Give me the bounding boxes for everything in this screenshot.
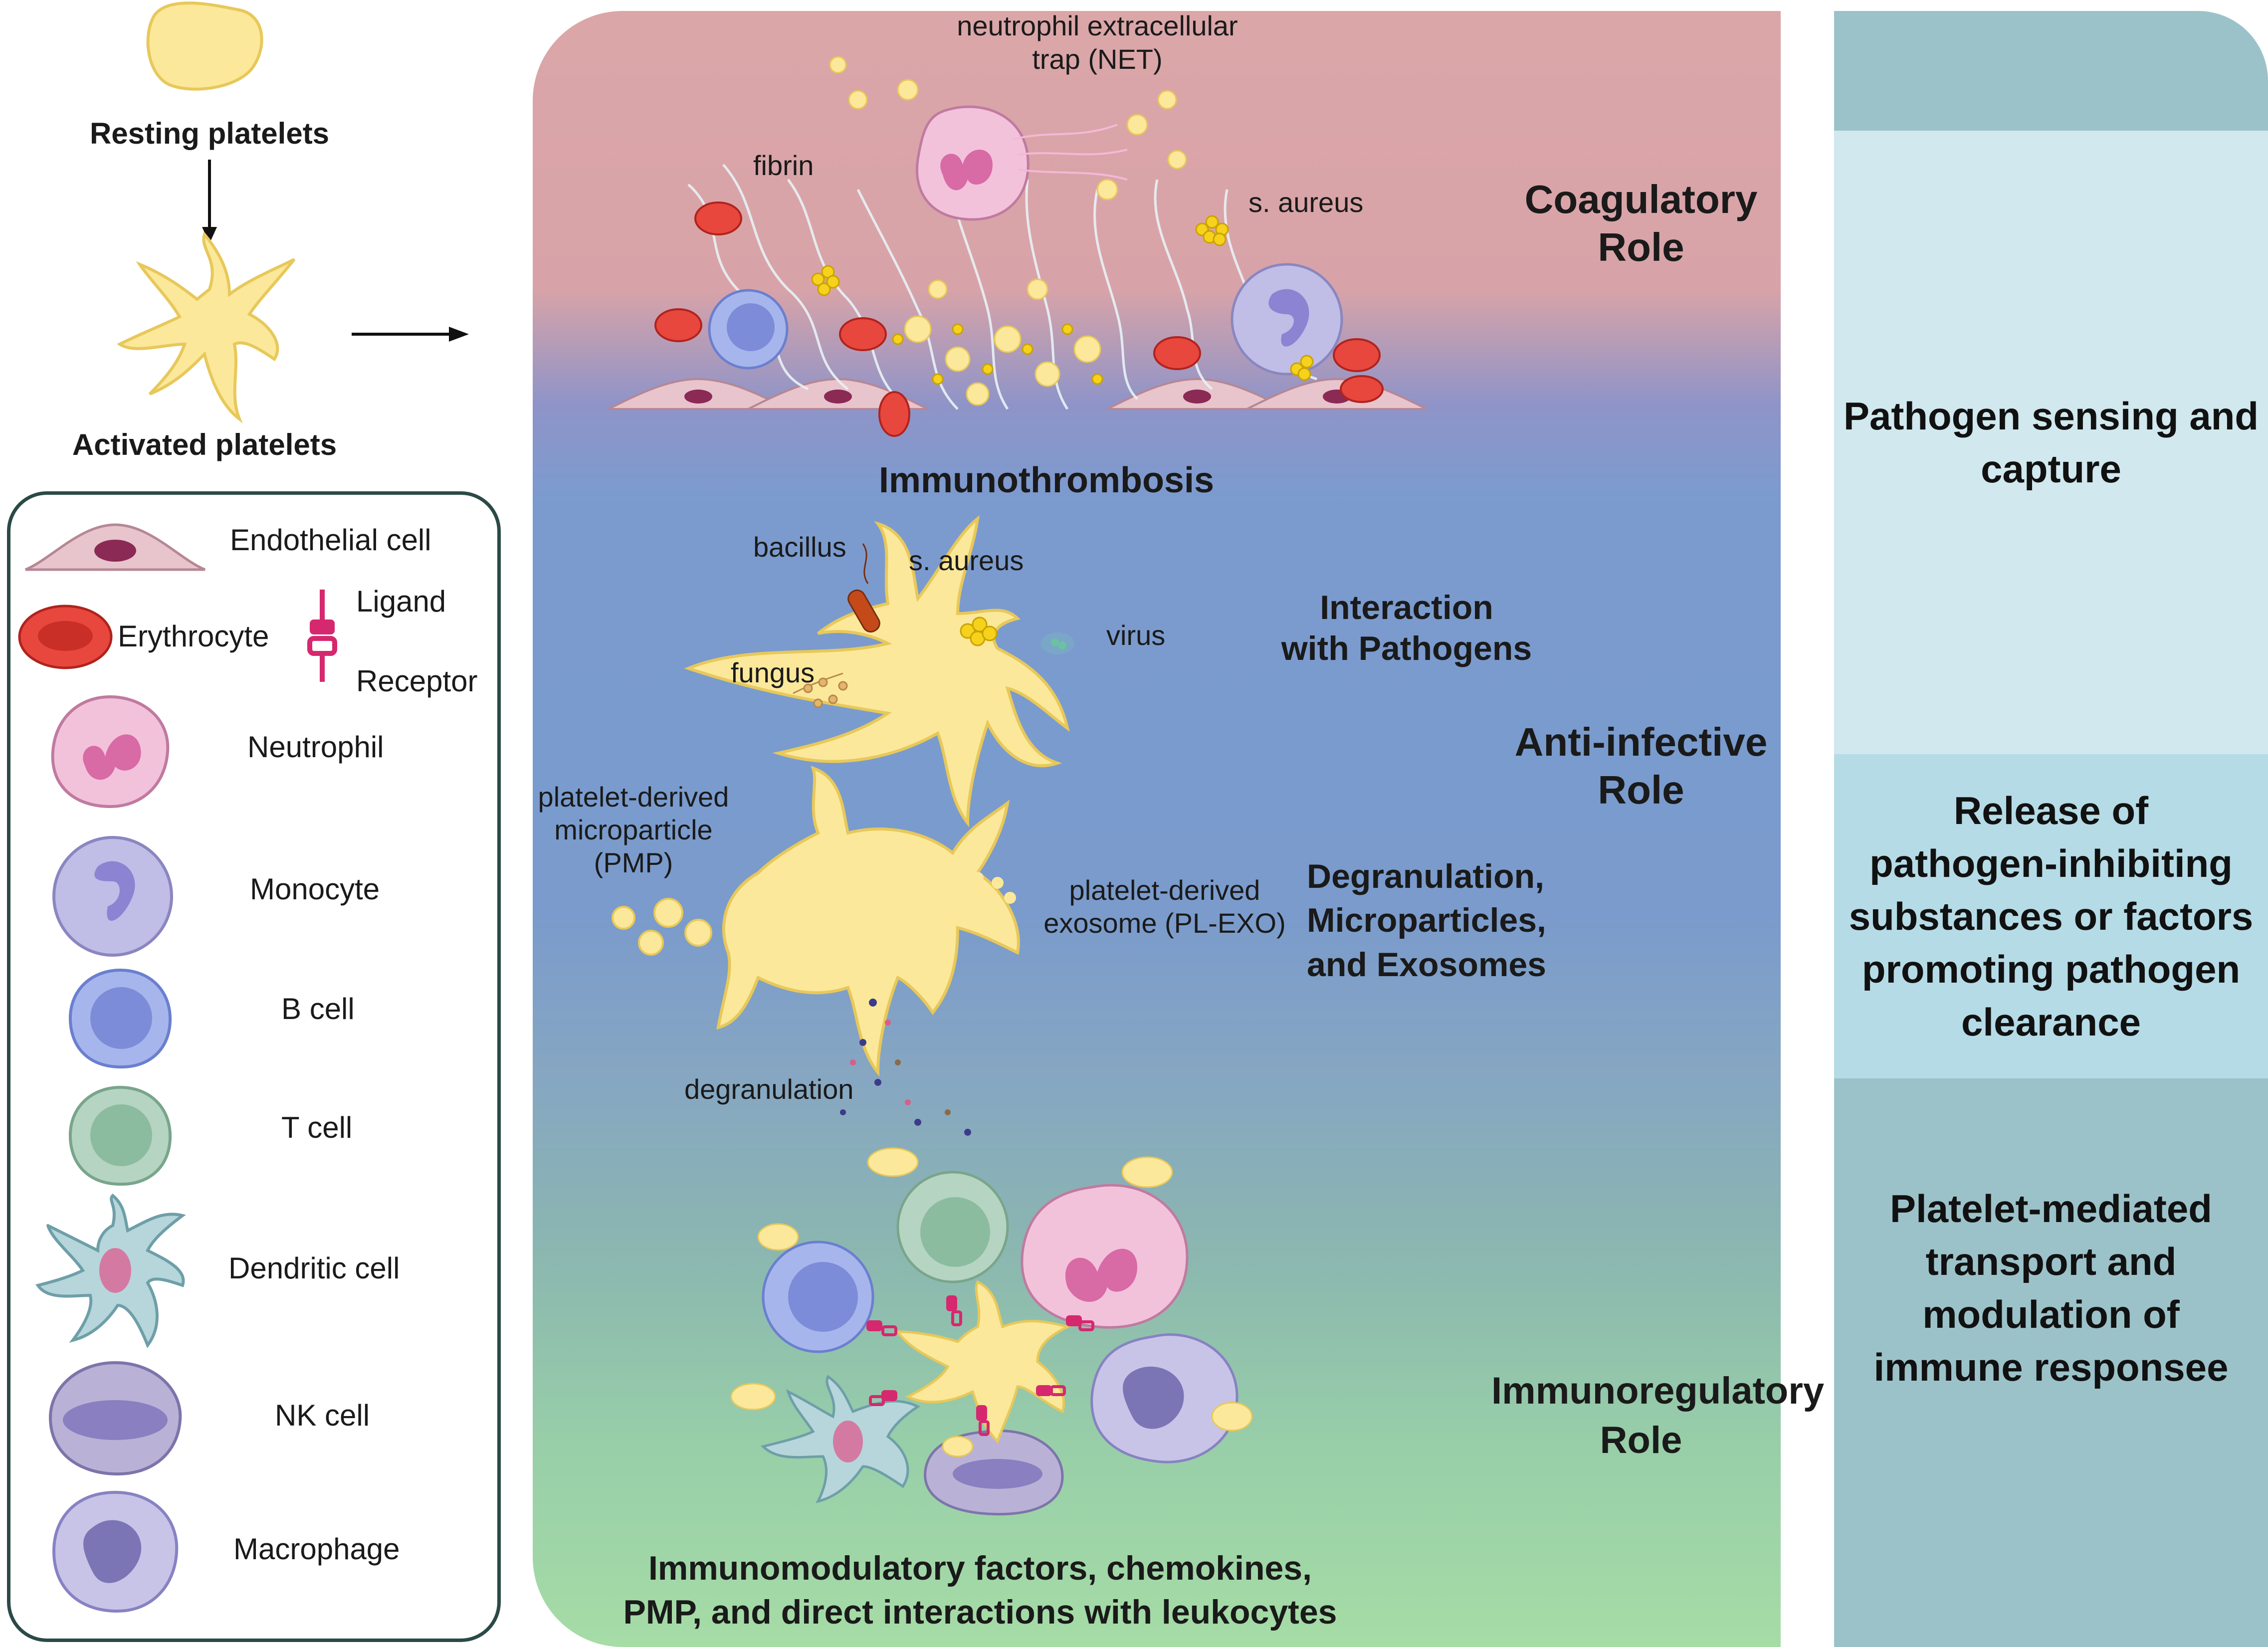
degranulation-heading: Degranulation, Microparticles, and Exoso… [1307, 857, 1546, 984]
net-label: neutrophil extracellular trap (NET) [957, 10, 1238, 75]
neutrophil-icon [51, 695, 170, 809]
virus-label: virus [1106, 619, 1166, 651]
legend-label-endothelial: Endothelial cell [230, 523, 431, 557]
legend-label-nkcell: NK cell [275, 1399, 370, 1432]
right-panel: Pathogen sensing and capture Release of … [1834, 11, 2268, 1647]
pathogen-interaction-platelet [684, 515, 1074, 827]
right-segment-sensing-text: Pathogen sensing and capture [1843, 394, 2259, 491]
endothelial-row [608, 378, 1427, 410]
right-segment-transport: Platelet-mediated transport and modulati… [1834, 1078, 2268, 1647]
immunoregulatory-cluster [730, 1147, 1253, 1516]
erythrocyte-icon [18, 605, 113, 669]
monocyte-thrombus [1231, 263, 1343, 376]
legend-label-erythrocyte: Erythrocyte [118, 619, 269, 653]
monocyte-icon [52, 836, 173, 957]
degranulation-label: degranulation [684, 1073, 854, 1105]
exosome-particles [972, 872, 1016, 924]
dendritic-cell-icon [35, 1193, 186, 1349]
right-arrow-icon [352, 327, 469, 342]
pmp-particles [612, 898, 712, 956]
legend-label-monocyte: Monocyte [250, 872, 380, 906]
legend-label-ligand: Ligand [356, 585, 446, 618]
legend-label-bcell: B cell [281, 992, 355, 1026]
virus-icon [1040, 632, 1074, 654]
saureus-top-label: s. aureus [1248, 187, 1364, 218]
endothelial-cell-icon [25, 523, 206, 571]
t-cell-icon [68, 1085, 172, 1186]
erythrocytes [654, 202, 1384, 437]
pmp-label: platelet-derived microparticle (PMP) [538, 781, 729, 879]
legend-label-tcell: T cell [281, 1111, 353, 1144]
fungus-label: fungus [731, 657, 815, 688]
resting-platelets-label: Resting platelets [89, 117, 330, 150]
legend-label-macrophage: Macrophage [233, 1532, 400, 1566]
antiinfective-role-label: Anti-infective Role [1514, 720, 1768, 812]
activated-platelet-icon [117, 231, 296, 423]
saureus-mid-label: s. aureus [909, 545, 1024, 576]
b-cell-thrombus [708, 289, 789, 370]
down-arrow-icon [202, 160, 217, 243]
fungus-icon [793, 672, 848, 708]
degranulation-platelet [612, 766, 1020, 1136]
fibrin-label: fibrin [753, 150, 814, 181]
ligand-receptor-icon [307, 590, 337, 682]
bacillus-label: bacillus [753, 531, 846, 563]
immunothrombosis-illustration [608, 56, 1427, 437]
legend-label-neutrophil: Neutrophil [247, 730, 384, 764]
bottom-summary-text: Immunomodulatory factors, chemokines, PM… [623, 1549, 1337, 1632]
immunoregulatory-role-label: Immunoregulatory Role [1491, 1370, 1825, 1461]
right-segment-transport-text: Platelet-mediated transport and modulati… [1873, 1186, 2229, 1390]
plexo-label: platelet-derived exosome (PL-EXO) [1043, 874, 1286, 939]
immunothrombosis-label: Immunothrombosis [879, 460, 1215, 500]
resting-platelet-icon [146, 1, 263, 91]
bacillus-icon [847, 543, 880, 633]
right-segment-top [1834, 11, 2268, 131]
legend-box: Endothelial cell Erythrocyte Ligand Rece… [7, 491, 501, 1642]
right-segment-release-text: Release of pathogen-inhibiting substance… [1849, 788, 2254, 1044]
macrophage-icon [52, 1490, 179, 1613]
legend-label-dendritic: Dendritic cell [228, 1251, 400, 1285]
granules [840, 999, 971, 1136]
b-cell-icon [68, 968, 172, 1069]
legend-label-receptor: Receptor [356, 664, 478, 698]
coagulatory-role-label: Coagulatory Role [1524, 177, 1758, 269]
right-segment-sensing: Pathogen sensing and capture [1834, 131, 2268, 754]
nk-cell-icon [48, 1361, 182, 1476]
net-neutrophil [916, 105, 1128, 221]
right-segment-release: Release of pathogen-inhibiting substance… [1834, 754, 2268, 1078]
interaction-pathogens-label: Interaction with Pathogens [1281, 589, 1532, 667]
activated-platelets-label: Activated platelets [72, 428, 337, 461]
